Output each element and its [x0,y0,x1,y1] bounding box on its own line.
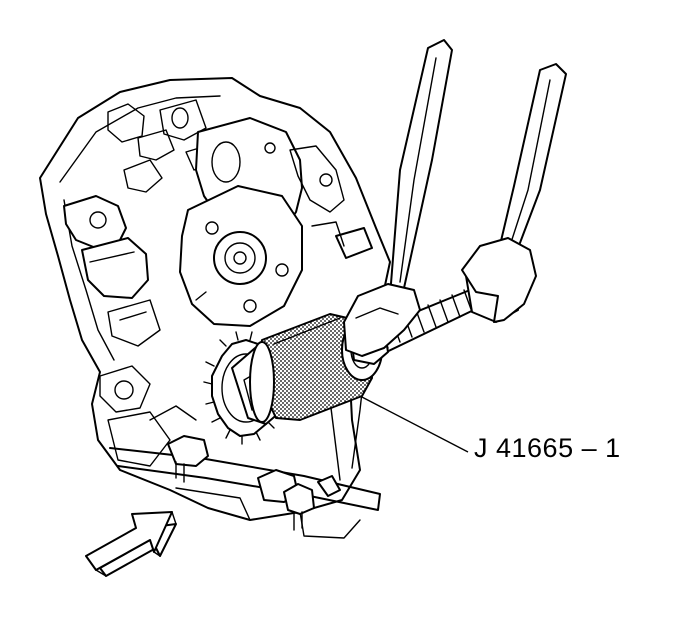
pump-housing [179,185,303,327]
arrow-icon [85,511,177,577]
tool-callout-label: J 41665 – 1 [474,433,621,463]
wrench-left [343,39,453,357]
pan-bolts [167,435,341,531]
callout-leader-line [359,395,469,453]
wrench-right [461,63,567,323]
